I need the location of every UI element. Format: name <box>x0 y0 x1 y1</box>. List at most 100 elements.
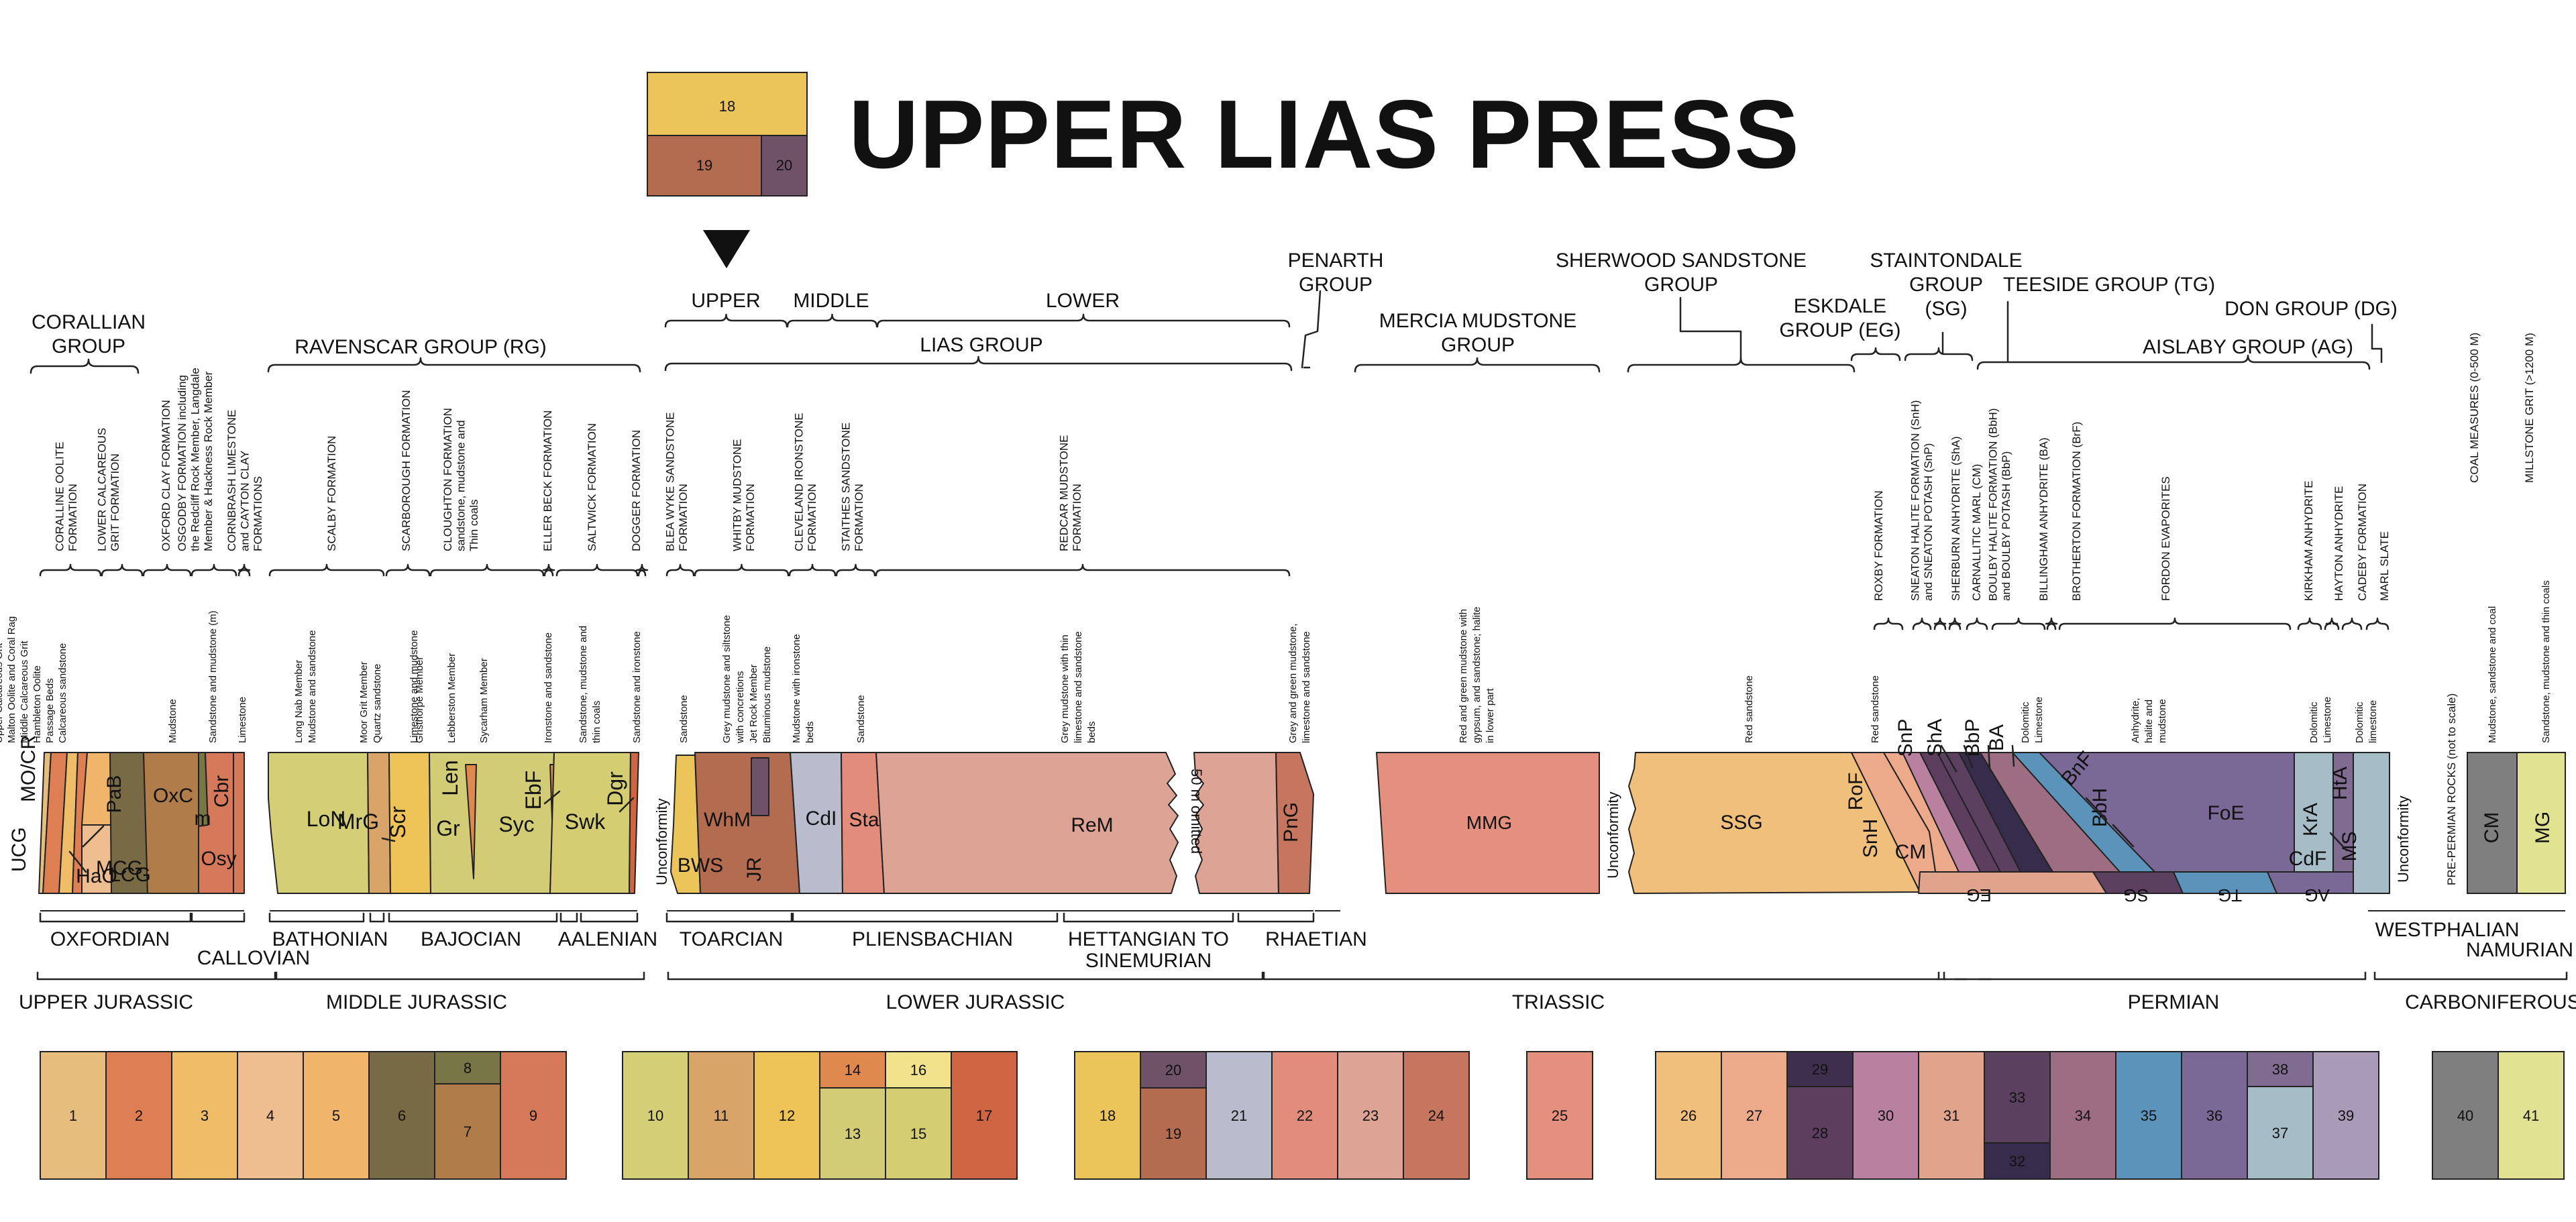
swatch-label: 31 <box>1943 1107 1960 1124</box>
lithology-label: Mudstone and sandstone <box>307 630 318 743</box>
unit-code: Syc <box>498 812 534 836</box>
contact-arrow <box>82 825 105 848</box>
formation-label: OXFORD CLAY FORMATION <box>160 400 172 551</box>
period-label: MIDDLE JURASSIC <box>326 991 507 1013</box>
lithology-label: Grey and green mudstone, <box>1287 624 1299 743</box>
stage-bracket <box>369 912 385 923</box>
group-label: TEESIDE GROUP (TG) <box>2003 274 2215 296</box>
lithology-label: Limestone <box>2322 697 2333 743</box>
unit-code: Gr <box>436 816 460 840</box>
lithology-label: Passage Beds <box>44 678 56 743</box>
formation-label: CORNBRASH LIMESTONE <box>225 410 238 551</box>
omitted-label: 50 m omitted <box>1188 769 1205 854</box>
swatch-label: 7 <box>464 1123 472 1140</box>
lithology-label: thin coals <box>591 701 602 743</box>
stage-bracket <box>559 912 578 923</box>
group-label: STAINTONDALE <box>1870 249 2022 272</box>
formation-label: FORMATION <box>806 484 818 551</box>
group-leader <box>1301 290 1322 369</box>
period-bracket <box>1943 971 2367 981</box>
formation-label: REDCAR MUDSTONE <box>1057 435 1070 551</box>
lithology-label: Anhydrite, <box>2130 698 2141 743</box>
swatch-25 <box>1526 1051 1593 1180</box>
formation-brace <box>635 563 649 577</box>
formation-brace <box>1991 617 2046 630</box>
swatch-label: 15 <box>910 1125 926 1142</box>
group-label: DON GROUP (DG) <box>2224 298 2398 320</box>
lithology-label: Malton Oolite and Coral Rag <box>6 616 17 743</box>
lithology-label: Sandstone and mudstone (m) <box>207 610 219 743</box>
swatch-26 <box>1655 1051 1722 1180</box>
unit-code: PaB <box>103 775 125 814</box>
formation-brace <box>2045 617 2058 630</box>
lithology-label: Mudstone with ironstone <box>791 634 802 743</box>
stage-bracket <box>792 912 1059 923</box>
swatch-35 <box>2115 1051 2182 1180</box>
swatch-22 <box>1271 1051 1338 1180</box>
swatch-label: 18 <box>1099 1107 1116 1124</box>
swatch-4 <box>237 1051 304 1180</box>
lithology-label: gypsum, and sandstone; halite <box>1471 607 1483 743</box>
unconformity-label: Unconformity <box>1605 791 1621 879</box>
lithology-label: Sandstone and ironstone <box>631 631 643 743</box>
formation-label: BOULBY HALITE FORMATION (BbH) <box>1986 408 1999 601</box>
period-label: PERMIAN <box>2128 991 2220 1013</box>
unit-ag-band <box>2267 871 2354 894</box>
unit-code: Sta <box>849 809 879 831</box>
formation-brace <box>875 563 1291 577</box>
lithology-label: Dolomitic <box>2354 702 2365 743</box>
period-label: LOWER JURASSIC <box>886 991 1065 1013</box>
group-brace <box>1976 354 2371 370</box>
formation-label: FORMATION <box>744 484 757 551</box>
lithology-label: Sandstone, mudstone and thin coals <box>2540 580 2552 743</box>
unit-code: AG <box>2304 885 2330 905</box>
swatch-16 <box>885 1051 952 1089</box>
lithology-label: Moor Grit Member <box>358 661 370 743</box>
unit-code: EG <box>1966 885 1992 905</box>
formation-label: SHERBURN ANHYDRITE (ShA) <box>1949 436 1962 601</box>
formation-brace <box>1912 617 1932 630</box>
group-leader <box>1679 296 1742 364</box>
stage-bracket <box>388 912 558 923</box>
unit-code: Swk <box>565 810 606 834</box>
group-brace <box>30 358 140 374</box>
unit-code: BWS <box>678 854 723 877</box>
lithology-label: beds <box>1086 721 1097 743</box>
formation-brace <box>1933 617 1947 630</box>
swatch-label: 4 <box>266 1107 274 1124</box>
stage-label: WESTPHALIAN <box>2375 919 2519 941</box>
group-brace <box>267 357 641 373</box>
unit-code: CM <box>1895 841 1927 863</box>
unit-code: MCG <box>96 857 143 879</box>
lithology-label: PRE-PERMIAN ROCKS (not to scale) <box>2445 693 2458 885</box>
group-label: SHERWOOD SANDSTONE <box>1556 249 1807 272</box>
unit-limestone <box>233 752 245 894</box>
stage-label: NAMURIAN <box>2466 939 2573 961</box>
formation-brace <box>191 563 237 577</box>
unit-mmg <box>1376 752 1600 894</box>
formation-label: CLEVELAND IRONSTONE <box>792 412 805 551</box>
group-label: UPPER <box>691 290 760 312</box>
unit-code: CM <box>2481 812 2503 844</box>
period-bracket <box>36 971 276 981</box>
swatch-label: 21 <box>1231 1107 1247 1124</box>
swatch-label: 34 <box>2075 1107 2091 1124</box>
formation-label: KIRKHAM ANHYDRITE <box>2302 481 2315 601</box>
group-label: GROUP <box>52 335 125 357</box>
lithology-label: Sandstone, mudstone and <box>578 626 589 743</box>
formation-label: DOGGER FORMATION <box>630 430 643 551</box>
stage-label: OXFORDIAN <box>50 928 170 950</box>
unit-code: m <box>195 808 211 830</box>
period-bracket <box>275 971 645 981</box>
unit-code: SnH <box>1860 819 1882 858</box>
swatch-36 <box>2181 1051 2248 1180</box>
lithology-label: Limestone and mudstone <box>409 630 420 743</box>
formation-brace <box>2341 617 2363 630</box>
swatch-label: 23 <box>1362 1107 1379 1124</box>
swatch-21 <box>1205 1051 1273 1180</box>
formation-brace <box>429 563 545 577</box>
group-brace <box>876 313 1291 328</box>
swatch-12 <box>753 1051 820 1180</box>
unit-code: MMG <box>1466 812 1512 833</box>
